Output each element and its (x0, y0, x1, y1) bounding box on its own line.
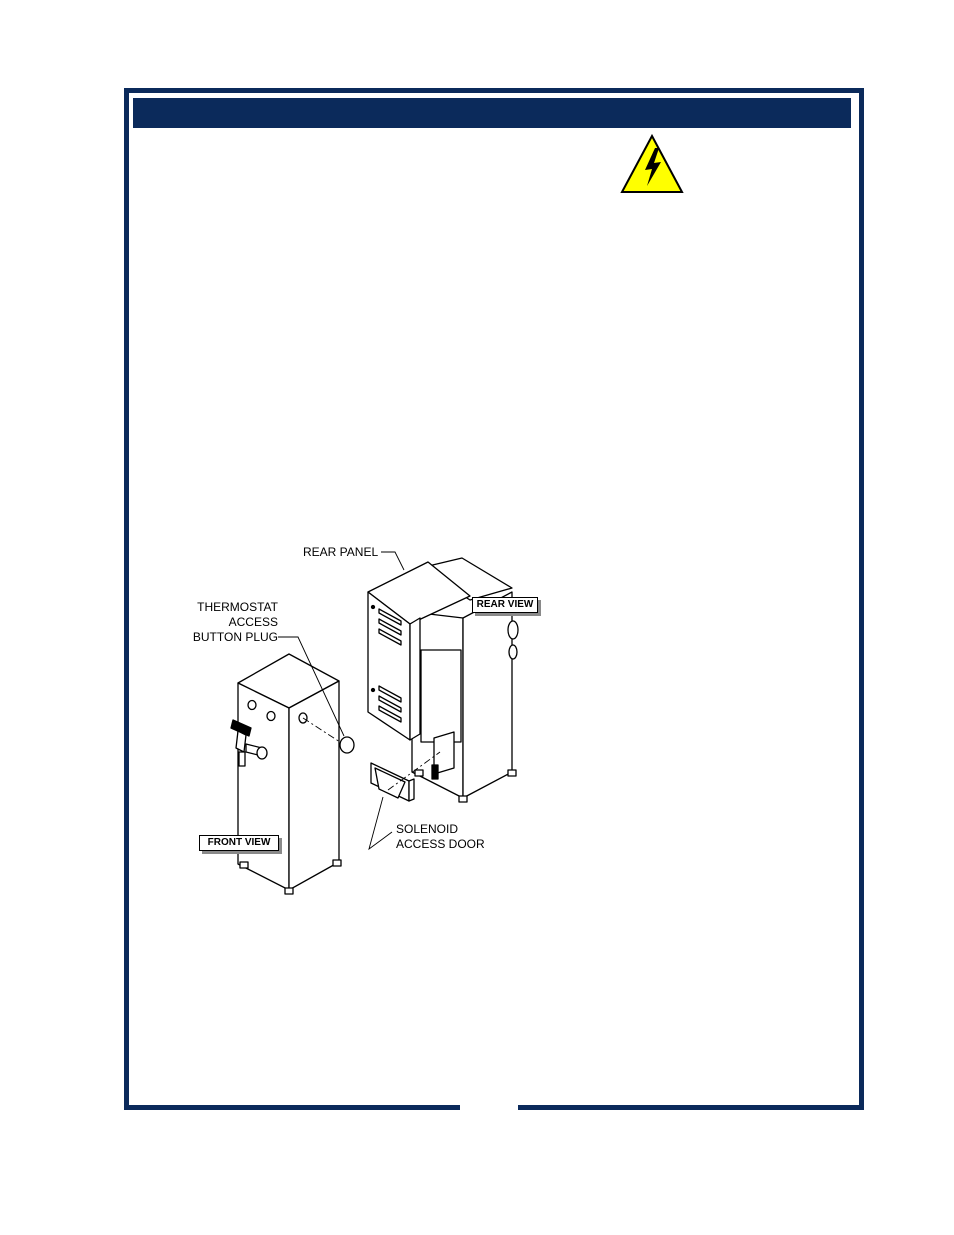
rear-panel-label: REAR PANEL (303, 545, 379, 559)
solenoid-label-line1: SOLENOID (396, 822, 459, 836)
solenoid-label-line2: ACCESS DOOR (396, 837, 485, 851)
electrical-hazard-icon (620, 134, 684, 193)
front-view-tag: FRONT VIEW (199, 835, 279, 851)
solenoid-leader (368, 796, 393, 851)
rear-panel-leader (381, 551, 405, 571)
rear-unit-right (462, 591, 513, 799)
solenoid-access-label: SOLENOID ACCESS DOOR (396, 822, 485, 852)
thermostat-label-line1: THERMOSTAT (197, 600, 278, 614)
front-unit-right (288, 680, 340, 891)
footer-gap (460, 1100, 518, 1114)
thermostat-leader (278, 636, 345, 737)
dispenser-diagram (230, 551, 519, 895)
rear-view-tag: REAR VIEW (472, 597, 538, 613)
thermostat-label-line3: BUTTON PLUG (192, 630, 278, 644)
thermostat-access-label: THERMOSTAT ACCESS BUTTON PLUG (180, 600, 278, 645)
thermostat-label-line2: ACCESS (228, 615, 278, 629)
header-bar (133, 98, 851, 128)
front-unit-left (237, 682, 290, 891)
